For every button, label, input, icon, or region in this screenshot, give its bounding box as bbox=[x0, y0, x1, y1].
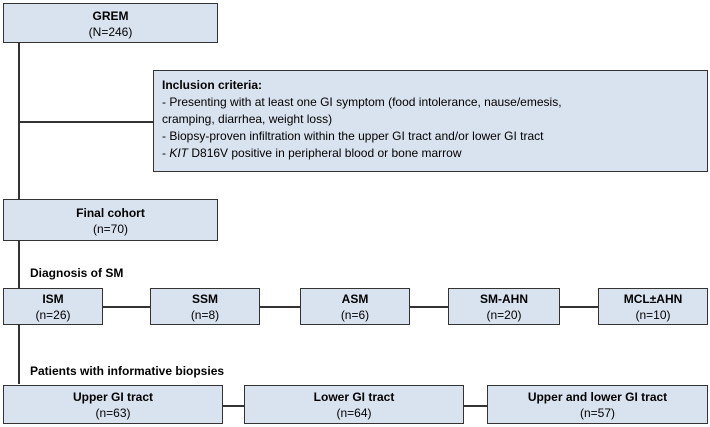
biopsy-box-upper: Upper GI tract (n=63) bbox=[3, 385, 223, 424]
diagnosis-count: (n=20) bbox=[486, 308, 522, 322]
criteria-item: cramping, diarrhea, weight loss) bbox=[162, 112, 333, 126]
diagnosis-title: ISM bbox=[42, 292, 64, 306]
criteria-connector bbox=[18, 121, 153, 123]
kit-prefix: - bbox=[162, 146, 170, 160]
diagnosis-title: ASM bbox=[341, 292, 369, 306]
grem-box: GREM (N=246) bbox=[3, 3, 218, 43]
criteria-item-kit: - KIT D816V positive in peripheral blood… bbox=[162, 145, 699, 162]
final-to-diagnosis-connector bbox=[18, 240, 20, 288]
diagnosis-title: MCL±AHN bbox=[623, 292, 683, 306]
kit-gene: KIT bbox=[169, 146, 189, 160]
inclusion-criteria-box: Inclusion criteria: - Presenting with at… bbox=[153, 70, 708, 172]
diagnosis-count: (n=6) bbox=[340, 308, 370, 322]
diagnosis-to-biopsy-connector bbox=[18, 324, 20, 384]
kit-rest: D816V positive in peripheral blood or bo… bbox=[188, 146, 462, 160]
biopsy-heading: Patients with informative biopsies bbox=[30, 364, 225, 378]
diagnosis-box-sm-ahn: SM-AHN (n=20) bbox=[448, 288, 560, 325]
final-title: Final cohort bbox=[76, 206, 145, 220]
criteria-title: Inclusion criteria: bbox=[162, 78, 263, 92]
biopsy-title: Upper and lower GI tract bbox=[527, 390, 668, 404]
biopsy-title: Upper GI tract bbox=[72, 390, 153, 404]
diagnosis-box-mcl-ahn: MCL±AHN (n=10) bbox=[598, 288, 708, 325]
final-cohort-box: Final cohort (n=70) bbox=[3, 199, 218, 241]
biopsy-count: (n=63) bbox=[95, 406, 131, 420]
diagnosis-box-ssm: SSM (n=8) bbox=[150, 288, 260, 325]
biopsy-box-upper-and-lower: Upper and lower GI tract (n=57) bbox=[487, 385, 708, 424]
diagnosis-count: (n=10) bbox=[635, 308, 671, 322]
biopsy-count: (n=57) bbox=[579, 406, 616, 420]
grem-title: GREM bbox=[92, 9, 129, 23]
biopsy-count: (n=64) bbox=[336, 406, 372, 420]
criteria-item: - Biopsy-proven infiltration within the … bbox=[162, 129, 544, 143]
diagnosis-box-asm: ASM (n=6) bbox=[300, 288, 410, 325]
diagnosis-count: (n=8) bbox=[190, 308, 220, 322]
diagnosis-box-ism: ISM (n=26) bbox=[3, 288, 103, 325]
diagnosis-title: SM-AHN bbox=[480, 292, 528, 306]
biopsy-box-lower: Lower GI tract (n=64) bbox=[244, 385, 464, 424]
diagnosis-heading: Diagnosis of SM bbox=[30, 266, 124, 280]
grem-count: (N=246) bbox=[88, 25, 133, 39]
criteria-item: - Presenting with at least one GI sympto… bbox=[162, 95, 562, 109]
diagnosis-title: SSM bbox=[191, 292, 218, 306]
final-count: (n=70) bbox=[92, 222, 129, 236]
biopsy-title: Lower GI tract bbox=[313, 390, 395, 404]
diagnosis-count: (n=26) bbox=[35, 308, 71, 322]
